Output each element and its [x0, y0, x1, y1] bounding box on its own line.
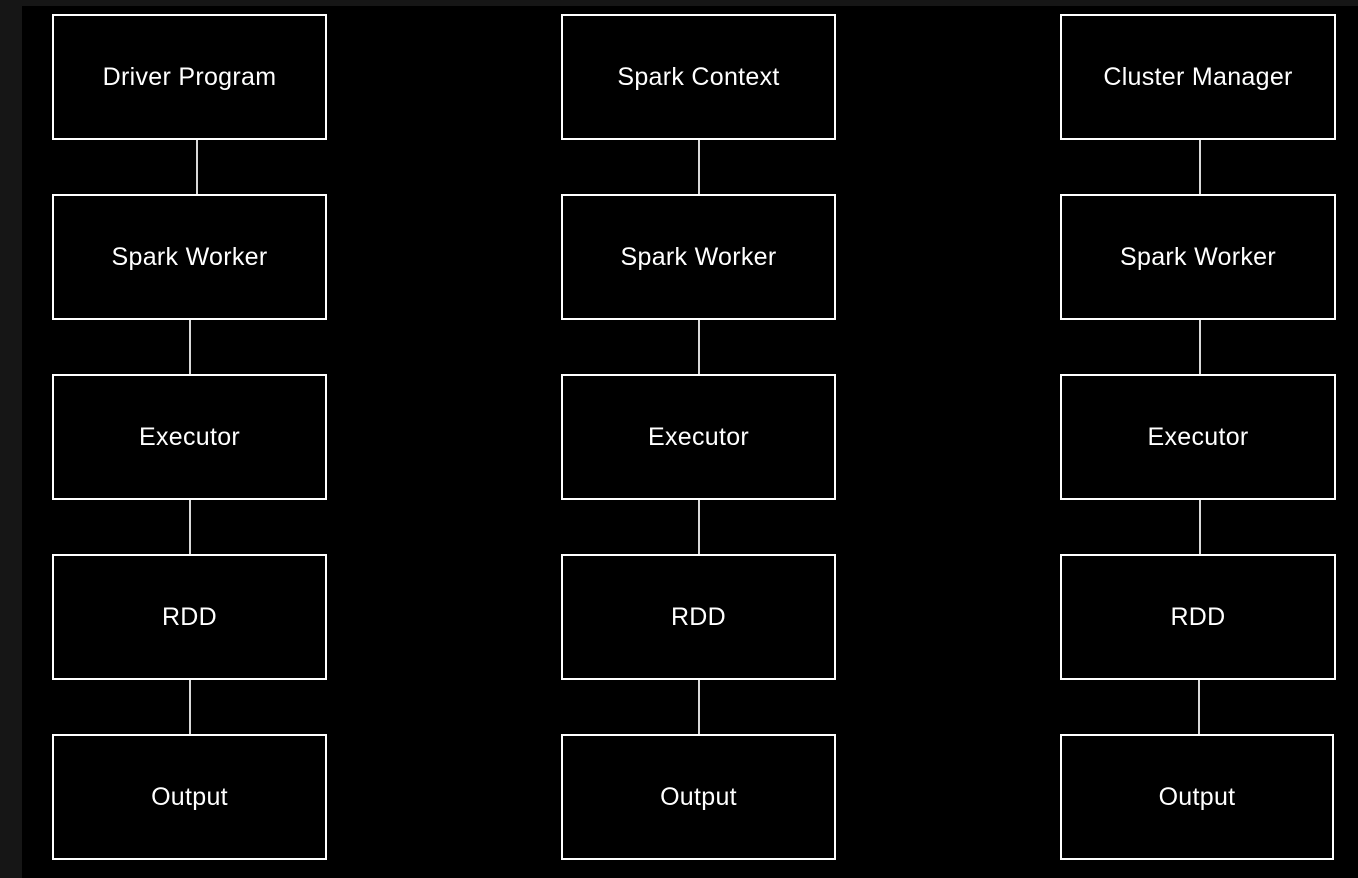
node-rdd-2: RDD: [561, 554, 836, 680]
edge-executor-to-rdd-3: [1199, 500, 1201, 554]
diagram-canvas: Driver Program Spark Worker Executor RDD…: [22, 6, 1358, 878]
edge-spark-context-to-spark-worker: [698, 140, 700, 194]
node-rdd-1: RDD: [52, 554, 327, 680]
node-executor-2: Executor: [561, 374, 836, 500]
node-cluster-manager: Cluster Manager: [1060, 14, 1336, 140]
node-output-3: Output: [1060, 734, 1334, 860]
edge-spark-worker-to-executor-3: [1199, 320, 1201, 374]
edge-driver-program-to-spark-worker: [196, 140, 198, 194]
edge-executor-to-rdd-1: [189, 500, 191, 554]
node-executor-1: Executor: [52, 374, 327, 500]
node-spark-context: Spark Context: [561, 14, 836, 140]
edge-cluster-manager-to-spark-worker: [1199, 140, 1201, 194]
node-executor-3: Executor: [1060, 374, 1336, 500]
edge-spark-worker-to-executor-1: [189, 320, 191, 374]
edge-spark-worker-to-executor-2: [698, 320, 700, 374]
edge-rdd-to-output-1: [189, 680, 191, 734]
edge-rdd-to-output-3: [1198, 680, 1200, 734]
edge-rdd-to-output-2: [698, 680, 700, 734]
node-rdd-3: RDD: [1060, 554, 1336, 680]
edge-executor-to-rdd-2: [698, 500, 700, 554]
node-spark-worker-3: Spark Worker: [1060, 194, 1336, 320]
node-spark-worker-1: Spark Worker: [52, 194, 327, 320]
node-spark-worker-2: Spark Worker: [561, 194, 836, 320]
node-output-2: Output: [561, 734, 836, 860]
node-driver-program: Driver Program: [52, 14, 327, 140]
node-output-1: Output: [52, 734, 327, 860]
